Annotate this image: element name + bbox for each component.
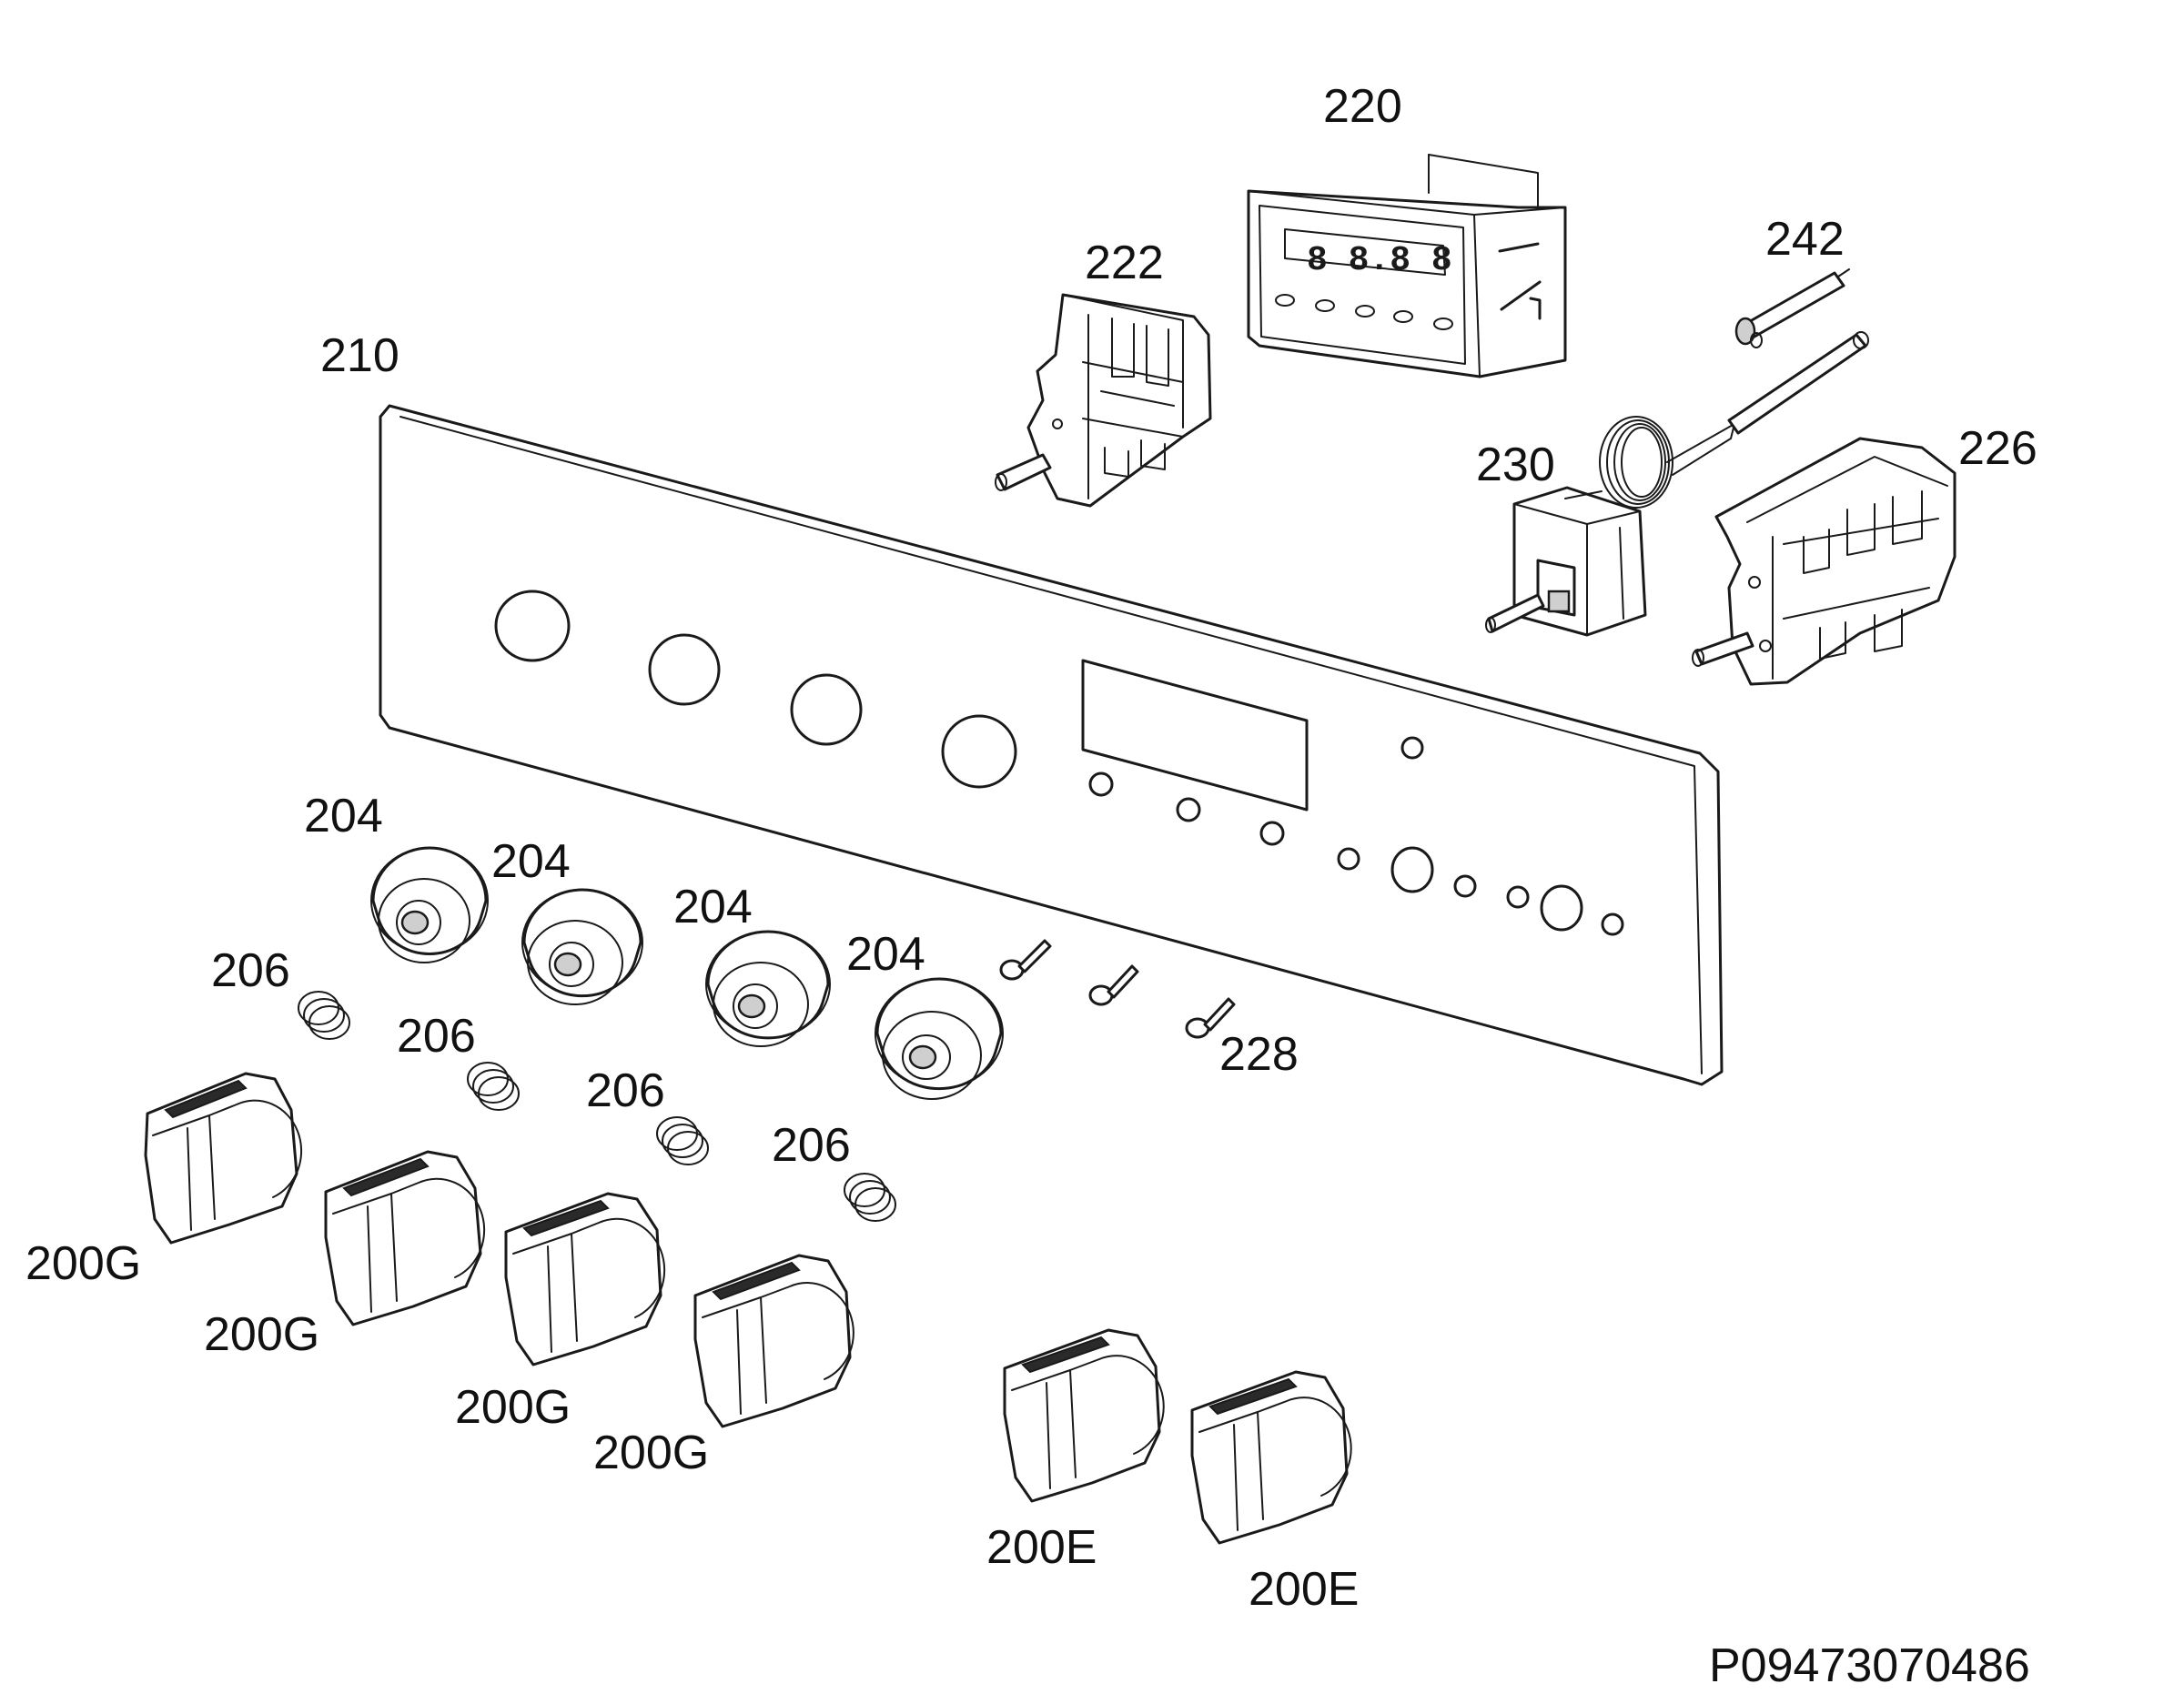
knob-200e-1: [1003, 1328, 1165, 1503]
label-206-2: 206: [397, 1010, 476, 1063]
switch-222: [995, 293, 1212, 508]
label-206-4: 206: [772, 1119, 851, 1172]
timer-display-digits: 8 8.8 8: [1307, 241, 1452, 280]
push-rod-228-3: [1185, 997, 1236, 1039]
label-222: 222: [1085, 237, 1164, 289]
label-200e-2: 200E: [1249, 1563, 1359, 1616]
label-228: 228: [1219, 1028, 1299, 1081]
label-200g-2: 200G: [204, 1308, 319, 1361]
knob-200e-2: [1190, 1370, 1352, 1545]
thermostat-230: [1485, 331, 1869, 637]
spring-206-3: [656, 1116, 709, 1165]
bezel-204-2: [521, 888, 643, 1005]
label-220: 220: [1323, 80, 1402, 133]
sensor-242: [1734, 268, 1850, 348]
knob-200g-4: [693, 1254, 854, 1428]
bezel-204-3: [705, 930, 831, 1047]
control-panel-210: [379, 404, 1724, 1086]
label-210: 210: [320, 329, 399, 382]
bezel-204-1: [370, 846, 489, 963]
spring-206-4: [844, 1173, 896, 1222]
knob-200g-2: [324, 1150, 486, 1326]
label-200g-1: 200G: [25, 1237, 141, 1290]
label-226: 226: [1958, 422, 2037, 475]
push-rod-228-2: [1088, 964, 1139, 1006]
switch-226: [1692, 437, 1956, 686]
label-200e-1: 200E: [986, 1521, 1097, 1574]
label-206-1: 206: [211, 944, 290, 997]
knob-200g-3: [504, 1192, 666, 1366]
label-204-3: 204: [673, 881, 753, 933]
knob-200g-1: [144, 1072, 303, 1245]
label-204-2: 204: [491, 835, 571, 888]
diagram-reference-code: P09473070486: [1709, 1639, 2030, 1692]
spring-206-2: [467, 1062, 520, 1111]
label-200g-4: 200G: [593, 1427, 709, 1479]
bezel-204-4: [875, 977, 1004, 1100]
label-200g-3: 200G: [455, 1381, 571, 1434]
label-204-4: 204: [846, 928, 925, 981]
push-rod-228-1: [999, 939, 1052, 981]
label-230: 230: [1476, 439, 1555, 491]
label-242: 242: [1765, 213, 1845, 266]
spring-206-1: [298, 991, 350, 1040]
digital-timer-220: 8 8.8 8: [1247, 154, 1567, 378]
label-206-3: 206: [586, 1064, 665, 1117]
label-204-1: 204: [304, 790, 383, 842]
